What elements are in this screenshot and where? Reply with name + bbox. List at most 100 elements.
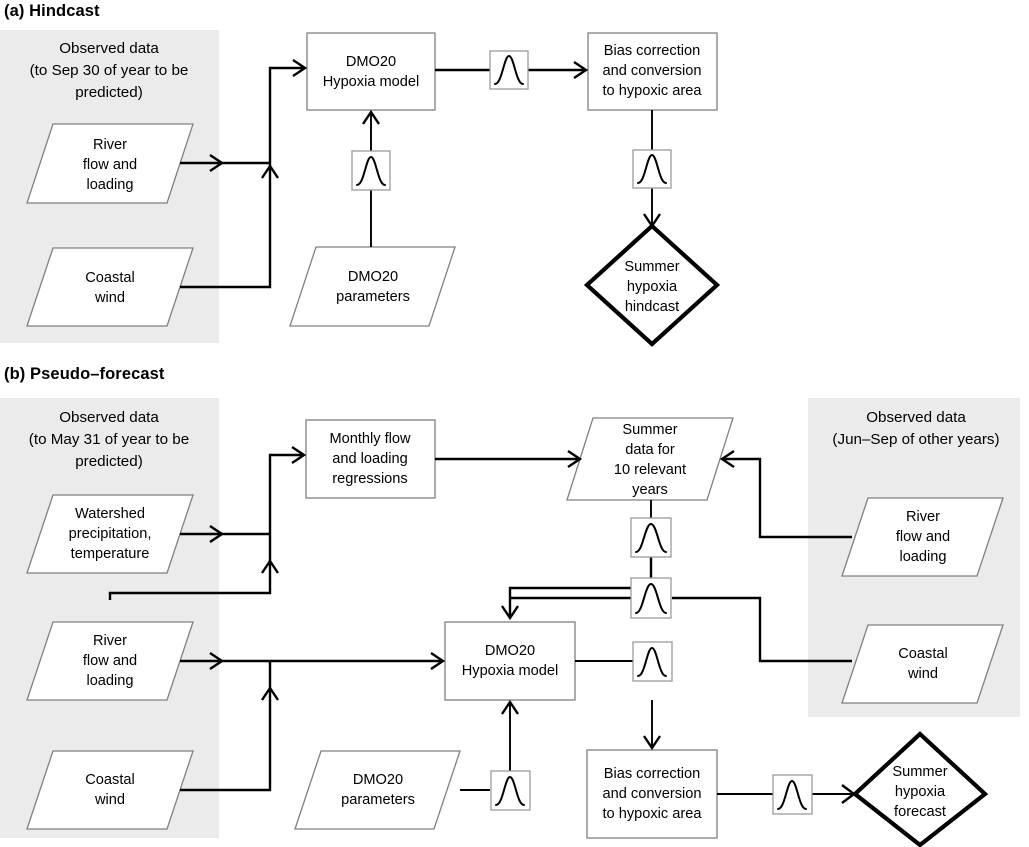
- node-a-coastal-wind-line1: Coastal: [85, 270, 134, 286]
- arrowhead-a-river: [209, 154, 225, 172]
- node-a-bias-line1: Bias correction: [604, 43, 701, 59]
- node-b-river-flow-right[interactable]: [841, 497, 1004, 577]
- arrowhead-a-wind-up: [261, 163, 279, 179]
- group-b-right-label-line1: Observed data: [866, 409, 966, 426]
- group-a-label-line2: (to Sep 30 of year to be: [30, 62, 189, 79]
- node-b-monthly-line1: Monthly flow: [329, 431, 411, 447]
- node-b-dmo20-params-line1: DMO20: [353, 772, 403, 788]
- node-b-monthly-line2: and loading: [332, 451, 407, 467]
- node-a-result-line3: hindcast: [625, 299, 679, 315]
- flow-b-wind-right-to-icon: [672, 596, 852, 663]
- arrowhead-a-result: [643, 213, 661, 229]
- panel-b: Observed data (to May 31 of year to be p…: [0, 398, 1020, 847]
- node-a-river-flow-line1: River: [93, 137, 127, 153]
- node-a-coastal-wind[interactable]: [26, 247, 194, 327]
- group-a-label-line3: predicted): [75, 84, 143, 101]
- flow-b-river-right-to-summer: [722, 457, 852, 539]
- arrowhead-b-result: [841, 784, 856, 804]
- node-b-result-diamond[interactable]: [851, 731, 989, 847]
- node-b-watershed[interactable]: [26, 494, 194, 574]
- node-b-bias-correction[interactable]: [586, 749, 718, 839]
- node-a-result-line2: hypoxia: [627, 279, 678, 295]
- normal-distribution-icon: [772, 774, 813, 815]
- node-a-river-flow-line3: loading: [86, 177, 133, 193]
- arrowhead-b-params: [501, 699, 519, 715]
- normal-distribution-icon: [630, 517, 672, 558]
- node-b-dmo20-model[interactable]: [444, 621, 576, 701]
- node-b-summer-line2: data for: [625, 442, 675, 458]
- arrowhead-a-params: [362, 109, 380, 125]
- node-b-dmo20-params-line2: parameters: [341, 792, 415, 808]
- flow-b-wind-left-bus: [180, 661, 272, 792]
- arrowhead-a-bias-in: [573, 61, 589, 79]
- node-b-wind-left-line2: wind: [94, 792, 125, 808]
- node-b-river-flow-left[interactable]: [26, 621, 194, 701]
- node-a-result-diamond[interactable]: [583, 223, 721, 347]
- node-a-result-line1: Summer: [624, 259, 679, 275]
- node-a-river-flow[interactable]: [26, 123, 194, 204]
- arrowhead-a-into-model: [292, 59, 308, 77]
- node-a-coastal-wind-line2: wind: [94, 290, 125, 306]
- node-b-river-right-line3: loading: [899, 549, 946, 565]
- group-b-left-label-line3: predicted): [75, 453, 143, 470]
- normal-distribution-icon: [490, 770, 531, 811]
- group-b-left-label-line1: Observed data: [59, 409, 159, 426]
- arrowhead-b-watershed: [209, 525, 225, 543]
- arrowhead-b-summer-in-left: [567, 450, 583, 468]
- node-b-dmo20-parameters[interactable]: [294, 750, 461, 830]
- arrowhead-b-river-left: [209, 652, 225, 670]
- node-b-river-right-line2: flow and: [896, 529, 950, 545]
- node-b-river-right-line1: River: [906, 509, 940, 525]
- arrowhead-b-summer-in-right: [719, 450, 735, 468]
- normal-distribution-icon: [632, 149, 672, 189]
- flow-b-icon-to-model: [508, 557, 653, 618]
- node-a-dmo20-model-line2: Hypoxia model: [323, 74, 420, 90]
- arrowhead-b-model-top: [501, 605, 519, 621]
- panel-a-title: (a) Hindcast: [4, 2, 100, 20]
- node-a-dmo20-parameters-line1: DMO20: [348, 269, 398, 285]
- normal-distribution-icon: [630, 577, 672, 619]
- node-b-result-line3: forecast: [894, 804, 946, 820]
- arrowhead-b-bias: [643, 735, 661, 751]
- node-b-watershed-line1: Watershed: [75, 506, 145, 522]
- node-b-summer-line3: 10 relevant: [614, 462, 686, 478]
- node-a-dmo20-model[interactable]: [306, 32, 436, 111]
- group-b-right-label-line2: (Jun–Sep of other years): [832, 431, 999, 448]
- node-b-summer-data[interactable]: [566, 417, 734, 501]
- arrowhead-b-bus-up1: [261, 558, 279, 574]
- node-b-river-left-line1: River: [93, 633, 127, 649]
- node-b-river-left-line2: flow and: [83, 653, 137, 669]
- group-a-label-line1: Observed data: [59, 40, 159, 57]
- panel-a: Observed data (to Sep 30 of year to be p…: [0, 30, 721, 347]
- node-b-dmo20-model-line1: DMO20: [485, 643, 535, 659]
- arrowhead-b-into-model: [430, 652, 446, 670]
- node-b-bias-line1: Bias correction: [604, 766, 701, 782]
- node-b-coastal-wind-right[interactable]: [841, 624, 1004, 704]
- node-b-coastal-wind-left[interactable]: [26, 750, 194, 830]
- node-a-dmo20-parameters[interactable]: [289, 246, 456, 327]
- node-b-monthly-line3: regressions: [332, 471, 407, 487]
- node-b-river-left-line3: loading: [86, 673, 133, 689]
- node-b-monthly-regressions[interactable]: [305, 419, 436, 499]
- group-b-left-label-line2: (to May 31 of year to be: [29, 431, 189, 448]
- node-b-summer-line1: Summer: [622, 422, 677, 438]
- node-a-river-flow-line2: flow and: [83, 157, 137, 173]
- node-b-bias-line2: and conversion: [603, 786, 702, 802]
- node-b-watershed-line2: precipitation,: [69, 526, 152, 542]
- normal-distribution-icon: [489, 50, 529, 90]
- flow-a-wind-to-model: [180, 66, 305, 289]
- node-b-dmo20-model-line2: Hypoxia model: [462, 663, 559, 679]
- node-b-watershed-line3: temperature: [71, 546, 150, 562]
- node-b-result-line1: Summer: [892, 764, 947, 780]
- arrowhead-b-into-regressions: [291, 446, 307, 464]
- node-b-wind-left-line1: Coastal: [85, 772, 134, 788]
- node-a-bias-correction[interactable]: [587, 32, 718, 111]
- node-b-result-line2: hypoxia: [895, 784, 946, 800]
- node-b-wind-right-line2: wind: [907, 666, 938, 682]
- panel-b-title: (b) Pseudo–forecast: [4, 365, 165, 383]
- normal-distribution-icon: [351, 150, 391, 191]
- node-a-dmo20-parameters-line2: parameters: [336, 289, 410, 305]
- arrowhead-b-bus-up2: [261, 685, 279, 701]
